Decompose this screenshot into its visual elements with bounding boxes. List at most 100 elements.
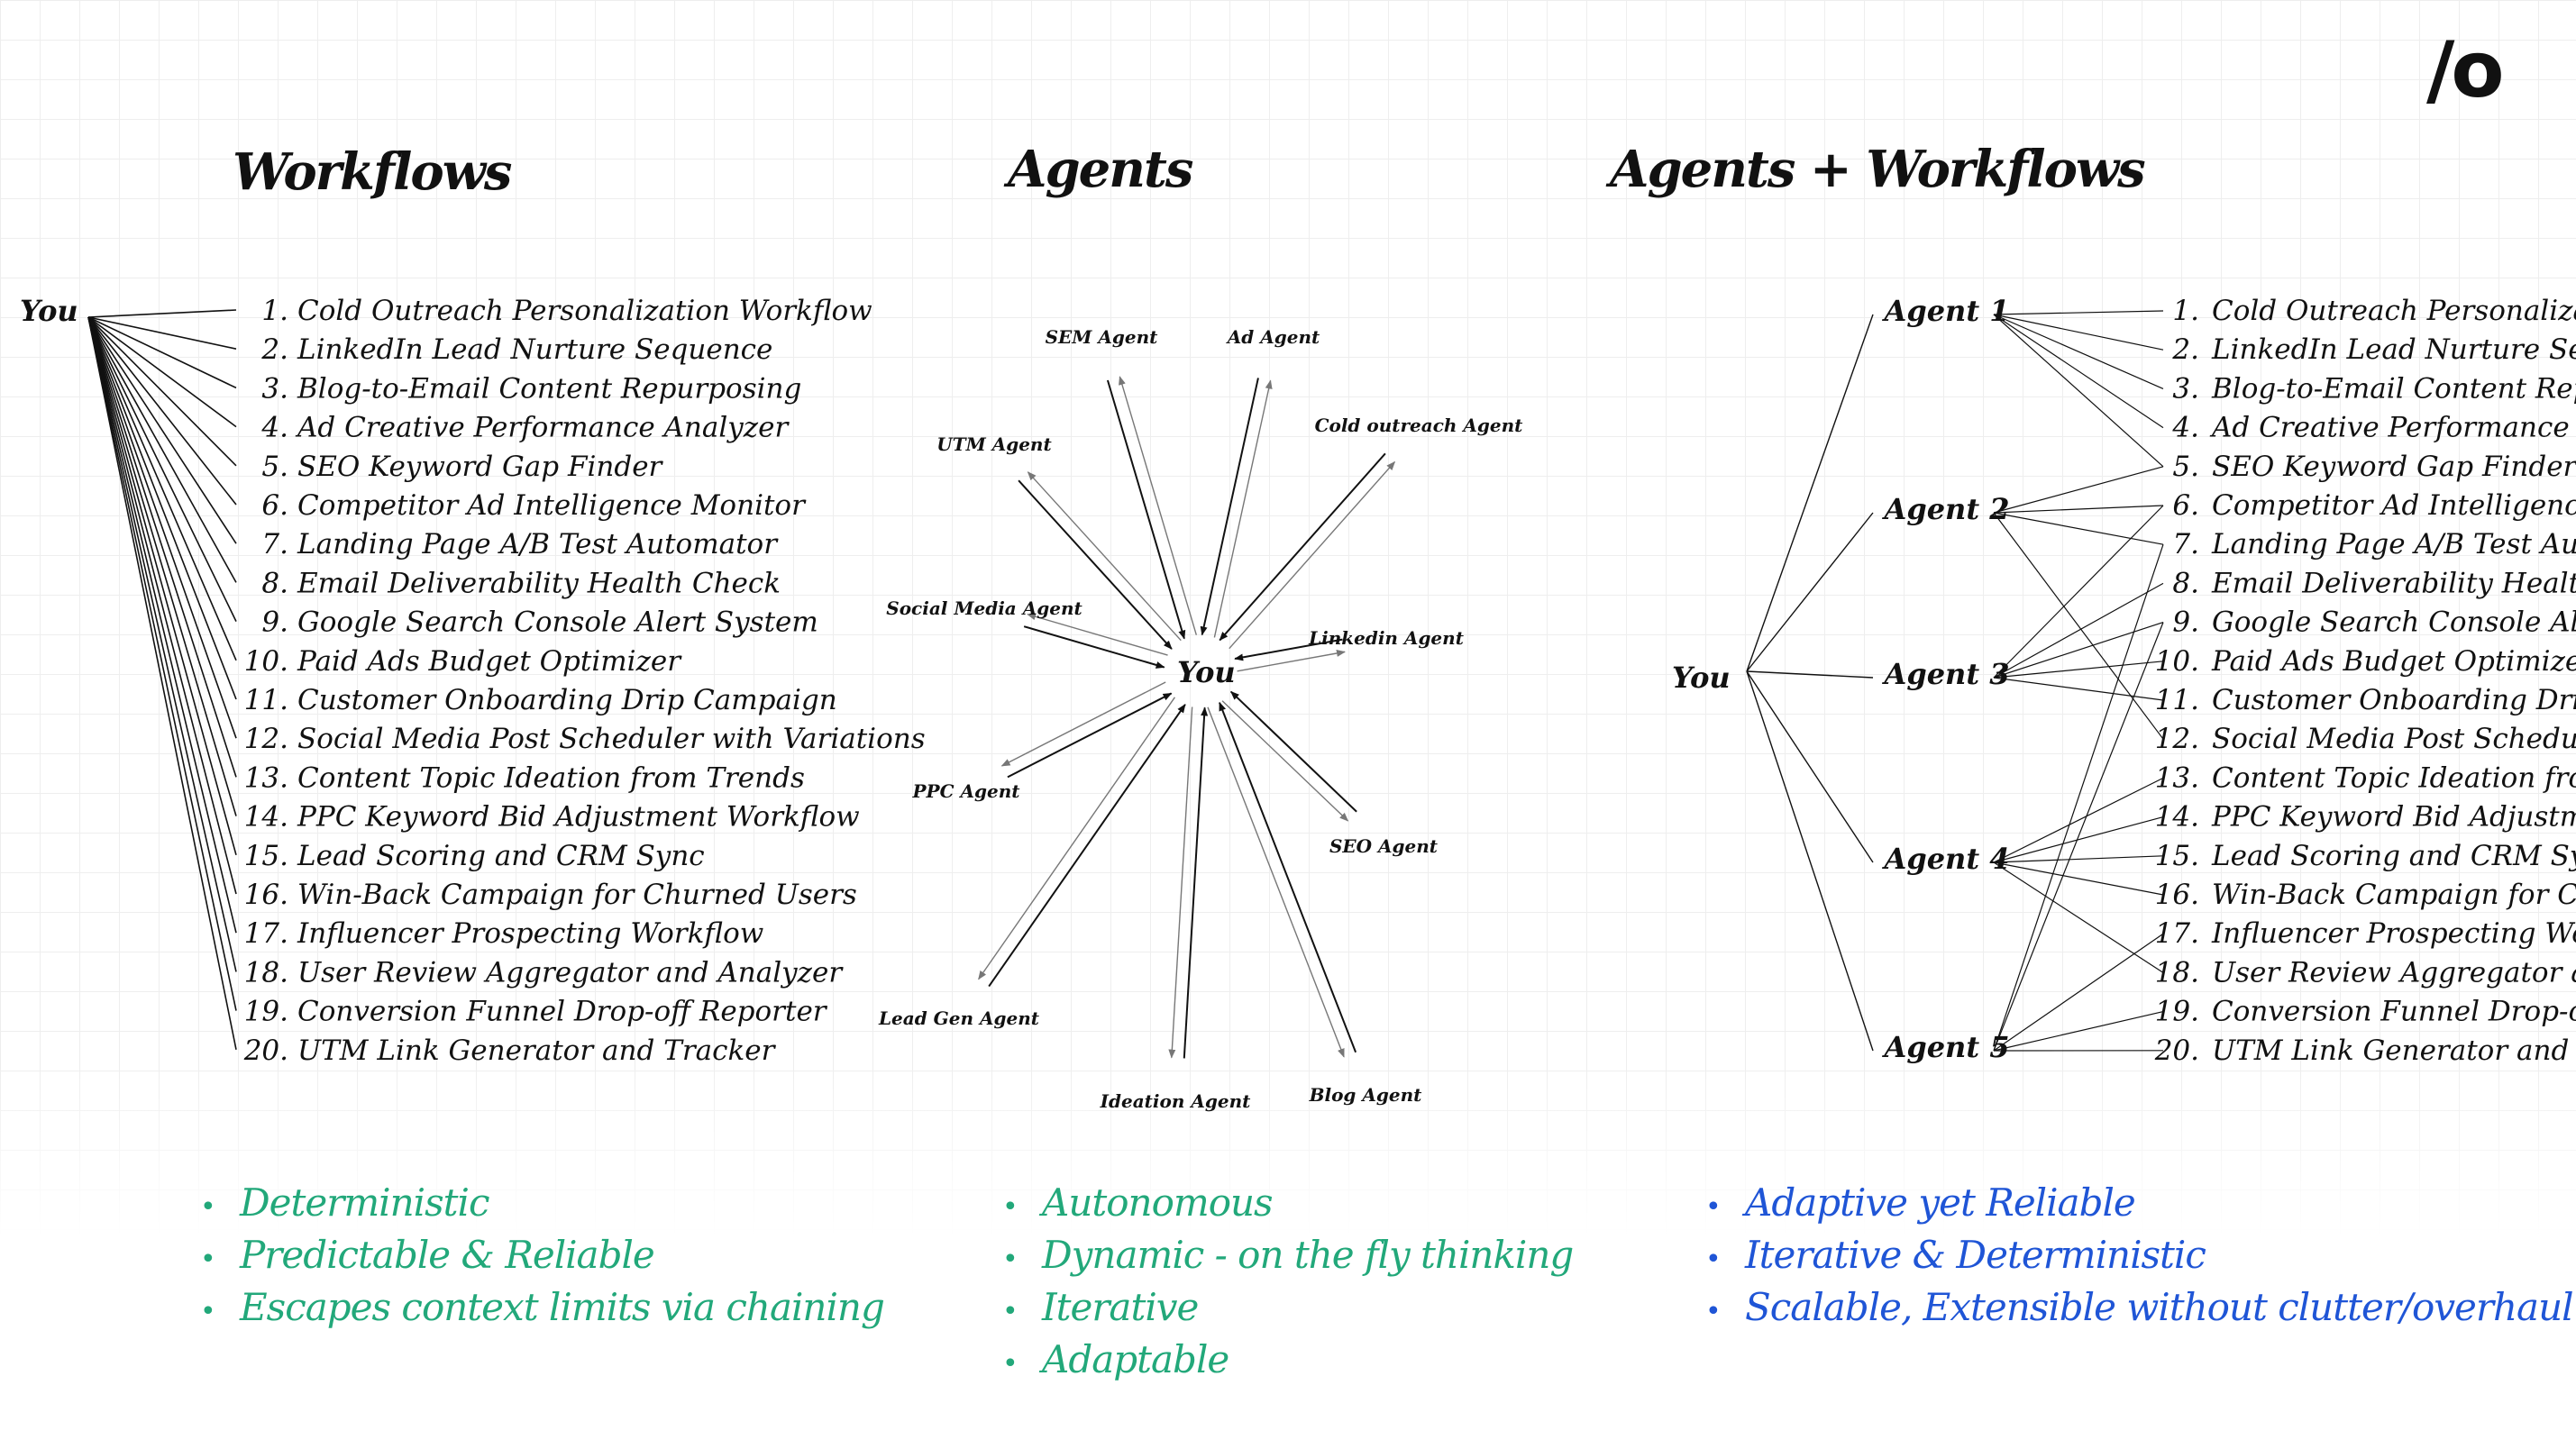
- combined-workflow-item: Competitor Ad Intelligence Monitor: [2212, 489, 2576, 522]
- workflow-number: 7.: [261, 528, 288, 560]
- combined-workflow-item: Ad Creative Performance Analyzer: [2209, 412, 2576, 444]
- agent-outbound-arrow: [1027, 471, 1182, 642]
- bullet-dot-icon: •: [1705, 1191, 1722, 1223]
- agent-inbound-arrow: [1219, 452, 1386, 642]
- combined-workflow-number: 10.: [2155, 645, 2199, 678]
- agent-to-workflow-connector: [1993, 512, 2164, 740]
- workflow-number: 5.: [261, 451, 288, 483]
- combined-workflow-item: Influencer Prospecting Workflow: [2211, 917, 2576, 950]
- combined-workflow-item: Google Search Console Alert System: [2212, 606, 2576, 639]
- workflow-item: Cold Outreach Personalization Workflow: [297, 295, 872, 327]
- combined-workflow-number: 6.: [2172, 489, 2199, 522]
- combined-workflow-item: Landing Page A/B Test Automator: [2211, 528, 2576, 560]
- combined-workflow-item: User Review Aggregator and Analyzer: [2212, 956, 2576, 989]
- agent-to-workflow-connector: [1993, 661, 2164, 679]
- workflow-item: Win-Back Campaign for Churned Users: [297, 879, 857, 911]
- agent-to-workflow-connector: [1993, 466, 2164, 514]
- agent-outbound-arrow: [1221, 700, 1349, 822]
- workflow-number: 14.: [244, 801, 288, 834]
- workflow-connector: [87, 316, 237, 934]
- workflow-item: Blog-to-Email Content Repurposing: [297, 372, 801, 405]
- agent-inbound-arrow: [1183, 706, 1209, 1059]
- workflows-bullets: •Deterministic •Predictable & Reliable •…: [200, 1177, 885, 1334]
- bullet-item: •Iterative & Deterministic: [1705, 1229, 2573, 1281]
- bullet-item: •Adaptable: [1002, 1334, 1573, 1386]
- agent-outbound-arrow: [1000, 681, 1166, 767]
- star-agent-label: SEM Agent: [1046, 326, 1159, 348]
- workflow-item: Ad Creative Performance Analyzer: [295, 412, 790, 444]
- workflows-title: Workflows: [233, 142, 512, 202]
- combined-workflow-number: 5.: [2172, 451, 2199, 483]
- workflow-number: 10.: [244, 645, 288, 678]
- agent-outbound-arrow: [1207, 706, 1345, 1058]
- bullet-dot-icon: •: [1705, 1244, 1722, 1275]
- workflow-connector: [87, 316, 237, 739]
- bullet-item: •Scalable, Extensible without clutter/ov…: [1705, 1281, 2574, 1334]
- workflow-number: 2.: [260, 333, 288, 366]
- workflow-connector: [87, 316, 237, 700]
- workflow-item: Competitor Ad Intelligence Monitor: [297, 489, 807, 522]
- workflow-number: 9.: [261, 606, 288, 639]
- agent-to-workflow-connector: [1993, 544, 2164, 1052]
- grid-fade: [0, 1063, 2576, 1449]
- bullet-dot-icon: •: [1002, 1191, 1019, 1223]
- workflow-number: 18.: [244, 956, 288, 989]
- combined-workflow-item: Paid Ads Budget Optimizer: [2211, 645, 2576, 678]
- workflow-connector: [87, 316, 237, 622]
- bullet-text: Adaptable: [1042, 1337, 1229, 1381]
- workflow-connector: [87, 316, 237, 1011]
- agent-outbound-arrow: [978, 697, 1175, 980]
- combined-workflow-item: Win-Back Campaign for Churned Users: [2212, 879, 2576, 911]
- brand-logo: /o: [2426, 25, 2504, 115]
- workflow-number: 11.: [244, 684, 288, 716]
- star-agent-label: Lead Gen Agent: [878, 1007, 1040, 1029]
- workflow-number: 16.: [244, 879, 288, 911]
- combined-workflow-number: 18.: [2155, 956, 2199, 989]
- agent-inbound-arrow: [1106, 379, 1186, 640]
- you-to-agent-connector: [1746, 670, 1874, 863]
- workflow-connector: [87, 316, 237, 778]
- combined-workflow-item: LinkedIn Lead Nurture Sequence: [2211, 333, 2576, 366]
- workflow-number: 6.: [261, 489, 288, 522]
- workflow-connector: [87, 316, 237, 389]
- combined-workflow-number: 20.: [2154, 1034, 2199, 1067]
- agent-to-workflow-connector: [1993, 933, 2164, 1052]
- combined-workflow-item: Cold Outreach Personalization Workflow: [2212, 295, 2576, 327]
- workflow-number: 19.: [244, 996, 288, 1028]
- combined-agent-label: Agent 1: [1881, 294, 2009, 328]
- combined-workflow-item: Lead Scoring and CRM Sync: [2211, 840, 2576, 872]
- workflow-number: 15.: [244, 840, 288, 872]
- bullet-item: •Autonomous: [1002, 1177, 1573, 1229]
- you-to-agent-connector: [1746, 670, 1874, 1052]
- workflow-connector: [87, 316, 237, 467]
- combined-workflow-number: 1.: [2172, 295, 2199, 327]
- bullet-dot-icon: •: [200, 1296, 216, 1327]
- combined-workflow-number: 4.: [2171, 412, 2199, 444]
- workflow-number: 4.: [260, 412, 288, 444]
- combined-workflow-item: Conversion Funnel Drop-off Reporter: [2212, 996, 2576, 1028]
- bullet-text: Predictable & Reliable: [240, 1233, 655, 1277]
- workflow-item: LinkedIn Lead Nurture Sequence: [297, 333, 772, 366]
- combined-workflow-number: 12.: [2155, 723, 2199, 755]
- workflow-item: Paid Ads Budget Optimizer: [297, 645, 682, 678]
- workflow-connector: [87, 316, 237, 1050]
- combined-workflow-item: Customer Onboarding Drip Campaign: [2212, 684, 2576, 716]
- star-agent-label: Social Media Agent: [886, 597, 1082, 619]
- agent-outbound-arrow: [1168, 706, 1193, 1059]
- agent-inbound-arrow: [1023, 625, 1165, 669]
- bullet-text: Iterative: [1042, 1285, 1199, 1329]
- star-agent-label: Cold outreach Agent: [1315, 415, 1524, 436]
- workflow-connector: [87, 316, 237, 856]
- agent-inbound-arrow: [1200, 378, 1259, 636]
- agent-to-workflow-connector: [1993, 310, 2164, 315]
- star-agent-label: PPC Agent: [912, 780, 1021, 802]
- agent-to-workflow-connector: [1993, 314, 2164, 468]
- combined-connectors: [1746, 310, 2164, 1052]
- star-agent-label: Ideation Agent: [1100, 1090, 1251, 1112]
- workflow-item: SEO Keyword Gap Finder: [297, 451, 664, 483]
- workflow-number: 12.: [244, 723, 288, 755]
- bullet-item: •Deterministic: [200, 1177, 884, 1229]
- agent-to-workflow-connector: [1993, 861, 2164, 973]
